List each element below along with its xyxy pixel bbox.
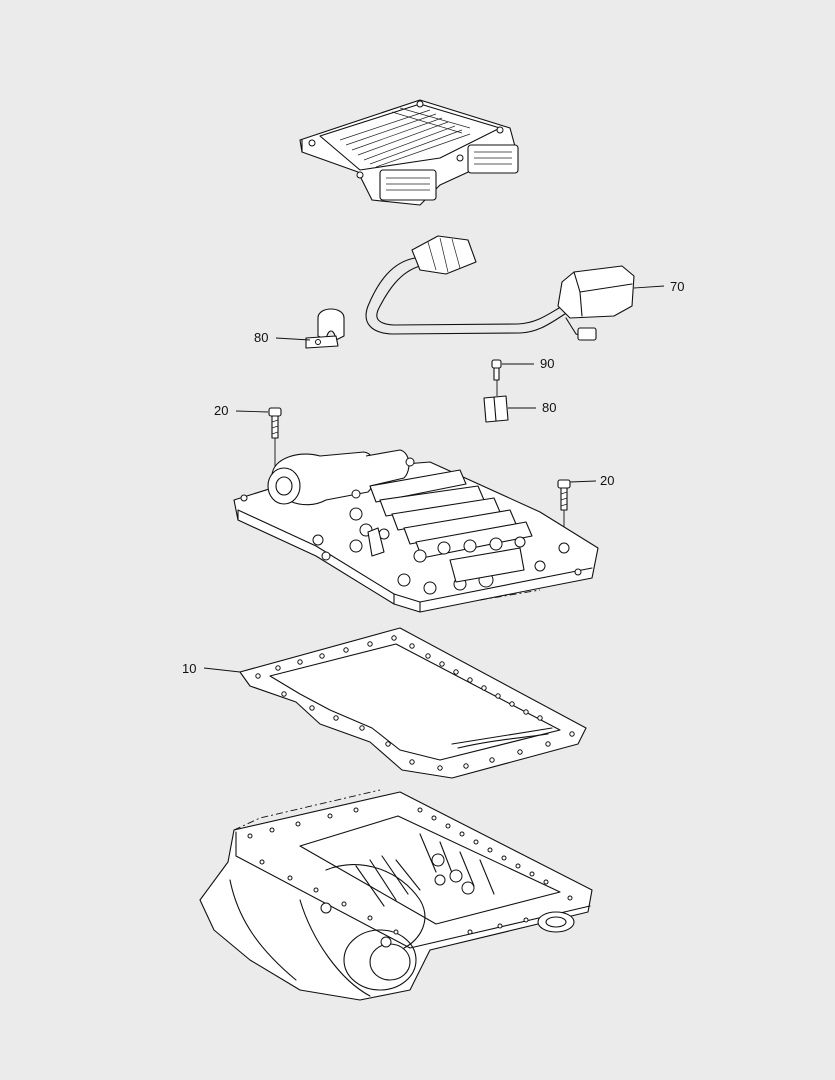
callout-70: 70: [670, 279, 684, 294]
electronic-control-unit-icon: [299, 99, 519, 206]
wiring-harness-icon: [365, 235, 635, 341]
screw-icon: [268, 407, 282, 439]
clamp-icon: [305, 308, 345, 349]
screw-icon: [557, 479, 571, 511]
callout-20-left: 20: [214, 403, 228, 418]
bushing-icon: [483, 395, 509, 423]
callout-80-bushing: 80: [542, 400, 556, 415]
gasket-icon: [239, 627, 587, 779]
callout-80-clamp: 80: [254, 330, 268, 345]
valve-block-icon: [233, 449, 599, 613]
callout-90: 90: [540, 356, 554, 371]
transmission-housing-icon: [199, 789, 593, 1001]
callout-10: 10: [182, 661, 196, 676]
callout-20-right: 20: [600, 473, 614, 488]
screw-icon: [491, 359, 502, 381]
